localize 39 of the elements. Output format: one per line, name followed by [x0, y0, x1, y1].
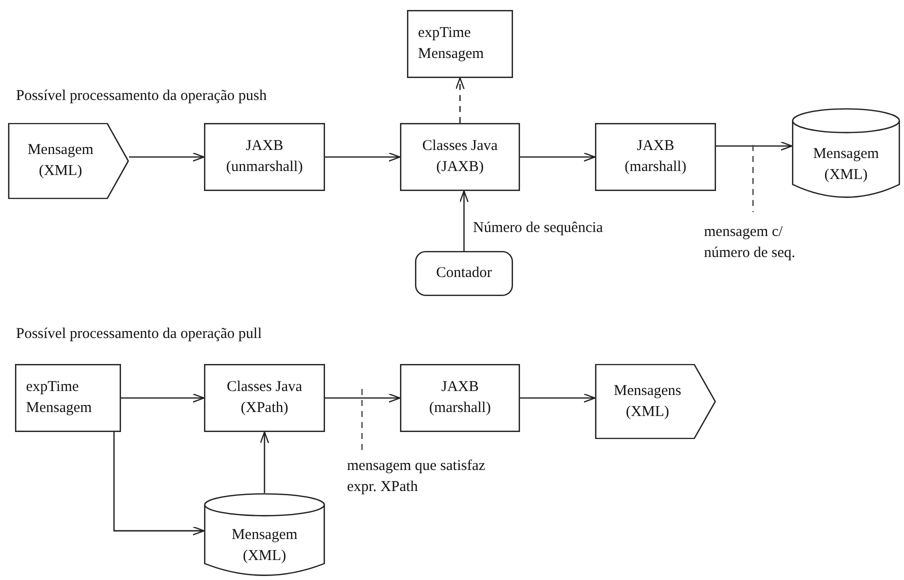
document-pentagon [595, 364, 716, 439]
arrow [121, 393, 205, 403]
node-text: Mensagem (XML) [26, 141, 94, 181]
process-box [400, 364, 520, 432]
node-text: Mensagem (XML) [812, 144, 880, 184]
process-box [204, 123, 325, 191]
document-pentagon [8, 123, 129, 199]
annotation-text: mensagem que satisfaz expr. XPath [347, 457, 486, 497]
arrow [129, 152, 205, 162]
process-box [204, 364, 325, 432]
arrow [260, 431, 270, 493]
arrow [325, 152, 401, 162]
process-box [15, 364, 121, 432]
arrow [716, 141, 793, 151]
section-heading: Possível processamento da operação pull [16, 325, 263, 344]
process-box [407, 10, 513, 78]
node-text: expTime Mensagem [26, 378, 93, 418]
node-text: Mensagem (XML) [230, 526, 298, 566]
arrow [520, 393, 596, 403]
database-cylinder [204, 493, 325, 577]
arrow [520, 152, 596, 162]
arrow [459, 190, 469, 251]
arrow [113, 432, 205, 536]
node-text: Classes Java (XPath) [226, 378, 304, 418]
section-heading: Possível processamento da operação push [16, 87, 268, 106]
rounded-box [415, 251, 513, 296]
node-text: JAXB (unmarshall) [225, 137, 304, 177]
node-text: Mensagens (XML) [612, 382, 682, 422]
arrow [325, 393, 401, 403]
node-text: Contador [435, 264, 493, 283]
node-text: Classes Java (JAXB) [421, 137, 499, 177]
node-text: JAXB (marshall) [624, 137, 688, 177]
process-box [400, 123, 520, 191]
node-text: expTime Mensagem [418, 24, 485, 64]
database-cylinder [792, 108, 900, 199]
node-text: JAXB (marshall) [428, 378, 492, 418]
process-box [595, 123, 716, 191]
arrow [455, 77, 465, 123]
annotation-text: mensagem c/ número de seq. [704, 223, 796, 263]
